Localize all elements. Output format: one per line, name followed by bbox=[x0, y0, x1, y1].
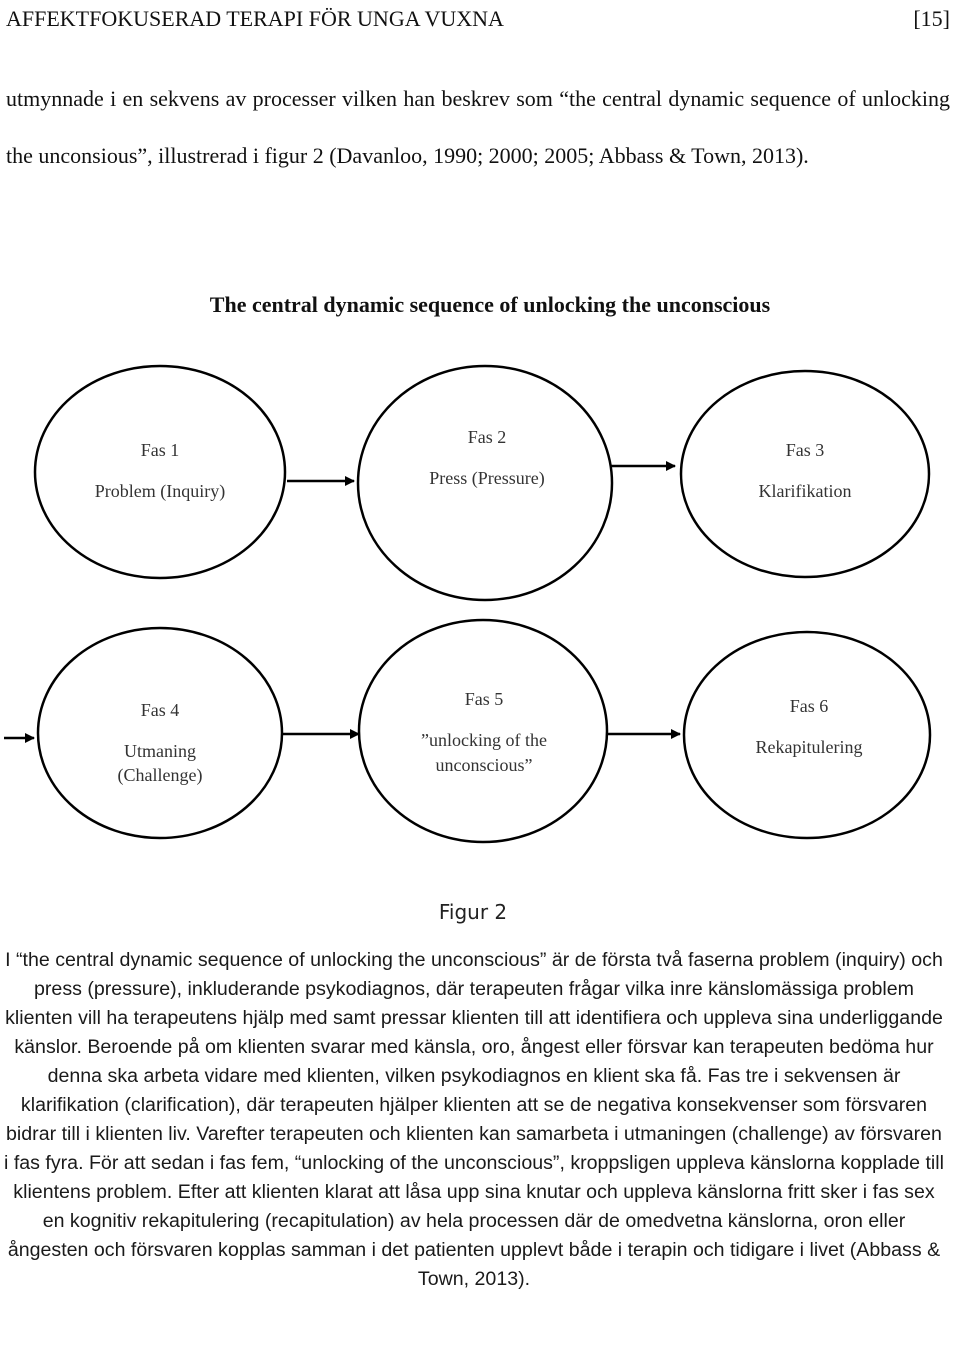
phase-3-text: Klarifikation bbox=[759, 481, 852, 501]
phase-6-text: Rekapitulering bbox=[756, 737, 863, 757]
figure-title: The central dynamic sequence of unlockin… bbox=[209, 292, 771, 317]
phase-3-label: Fas 3 bbox=[786, 440, 825, 460]
phase-1-circle bbox=[33, 364, 287, 580]
running-header: AFFEKTFOKUSERAD TERAPI FÖR UNGA VUXNA [1… bbox=[6, 4, 950, 34]
phase-5-text: ”unlocking of the bbox=[421, 730, 547, 750]
phase-4-text: Utmaning bbox=[124, 741, 196, 761]
phase-4-circle bbox=[36, 626, 284, 840]
page-number: [15] bbox=[913, 6, 950, 31]
figure-caption: I “the central dynamic sequence of unloc… bbox=[4, 949, 944, 1290]
phase-3-circle bbox=[679, 369, 931, 579]
phase-2-label: Fas 2 bbox=[468, 427, 507, 447]
phase-1-label: Fas 1 bbox=[141, 440, 180, 460]
figure-label: Figur 2 bbox=[438, 900, 508, 924]
phase-2-text: Press (Pressure) bbox=[429, 468, 544, 489]
phase-2-circle bbox=[356, 364, 614, 602]
phase-1-text: Problem (Inquiry) bbox=[95, 481, 225, 502]
phase-6-circle bbox=[682, 630, 932, 840]
phase-5-circle bbox=[357, 618, 609, 844]
phase-6-label: Fas 6 bbox=[790, 696, 829, 716]
header-title: AFFEKTFOKUSERAD TERAPI FÖR UNGA VUXNA bbox=[6, 6, 504, 31]
phase-diagram: Fas 1 Problem (Inquiry) Fas 2 Press (Pre… bbox=[4, 364, 932, 844]
phase-5-text-2: unconscious” bbox=[436, 755, 533, 775]
intro-paragraph: utmynnade i en sekvens av processer vilk… bbox=[6, 86, 950, 168]
phase-5-label: Fas 5 bbox=[465, 689, 504, 709]
phase-4-text-2: (Challenge) bbox=[118, 765, 203, 786]
phase-4-label: Fas 4 bbox=[141, 700, 180, 720]
